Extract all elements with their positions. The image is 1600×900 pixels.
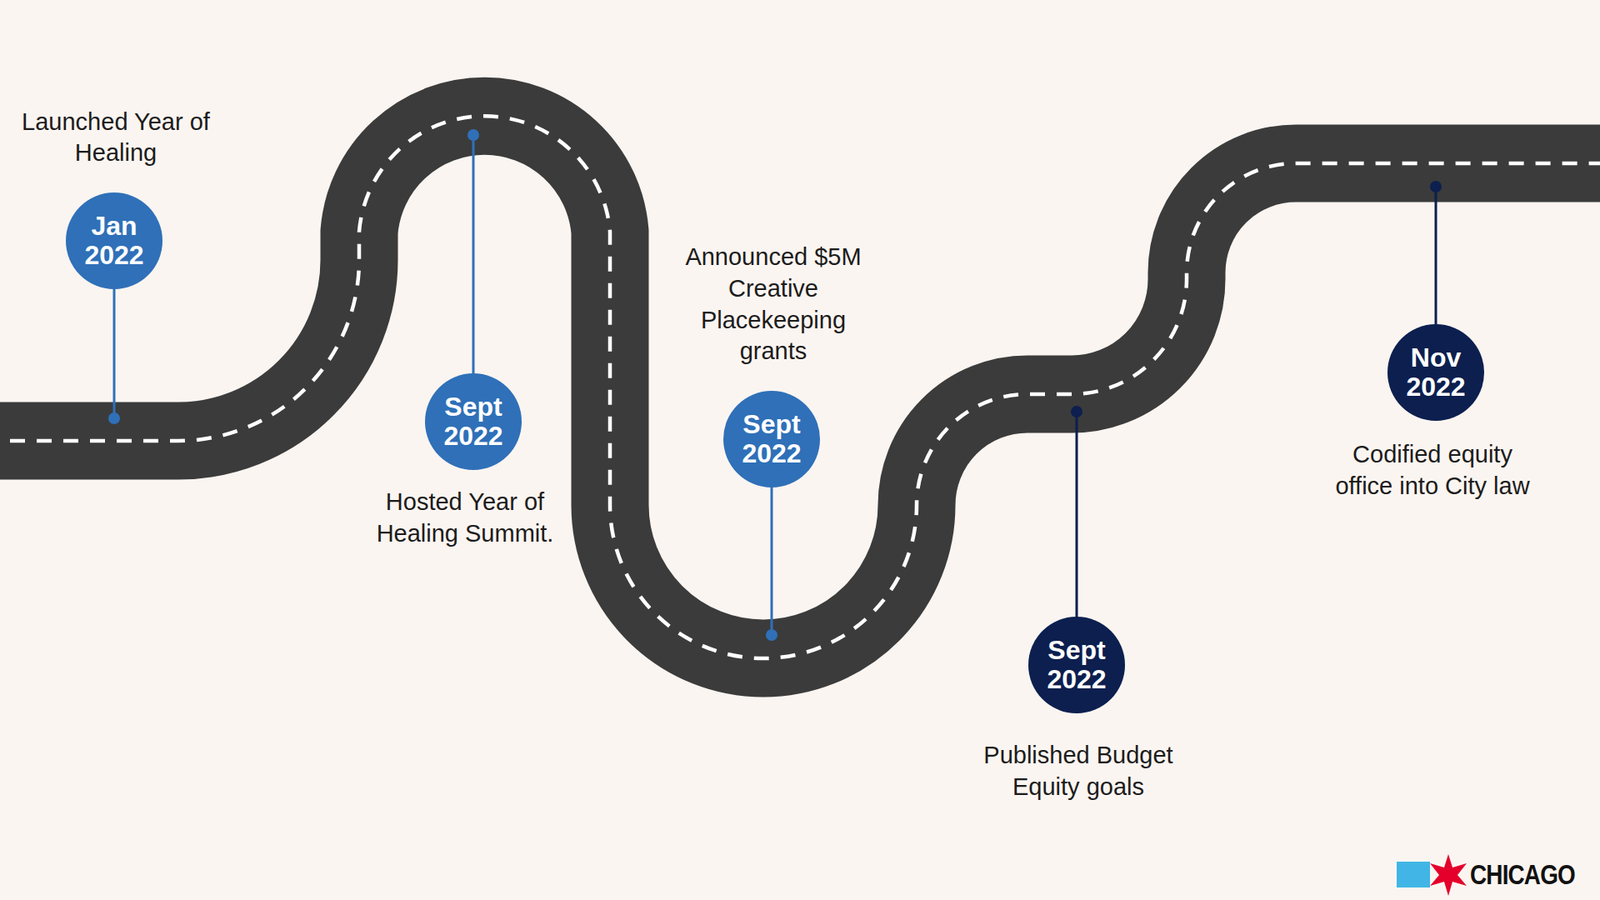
leader-line — [472, 135, 475, 375]
date-circle: Nov 2022Codified equity office into City… — [1387, 324, 1485, 421]
milestone-caption: Launched Year of Healing — [0, 106, 233, 170]
road — [0, 115, 1600, 659]
milestone-caption: Codified equity office into City law — [1330, 439, 1535, 502]
road-dot — [108, 412, 120, 425]
date-circle: Sept 2022Published Budget Equity goals — [1028, 616, 1125, 714]
leader-line — [1435, 186, 1438, 326]
leader-line — [770, 485, 774, 635]
road-dot — [765, 629, 778, 641]
date-label: Jan 2022 — [74, 211, 155, 270]
leader-line — [113, 287, 116, 419]
date-circle: Sept 2022Announced $5M Creative Placekee… — [723, 390, 820, 488]
leader-line — [1075, 411, 1079, 619]
road-dot — [1430, 180, 1442, 193]
date-circle: Jan 2022Launched Year of Healing — [65, 192, 163, 290]
logo: CHICAGO — [1396, 858, 1599, 891]
date-circle: Sept 2022Hosted Year of Healing Summit. — [425, 373, 522, 470]
logo-star — [1430, 854, 1467, 896]
road-dot — [1070, 405, 1083, 418]
road-dot — [467, 129, 480, 141]
milestone-caption: Hosted Year of Healing Summit. — [367, 486, 564, 550]
logo-text: CHICAGO — [1470, 858, 1575, 891]
date-label: Sept 2022 — [433, 392, 514, 450]
road-centerline — [0, 115, 1600, 659]
milestone-caption: Published Budget Equity goals — [955, 740, 1202, 803]
date-label: Sept 2022 — [1036, 635, 1117, 694]
logo-flag-bar — [1396, 861, 1430, 888]
milestone-caption: Announced $5M Creative Placekeeping gran… — [667, 241, 880, 368]
date-label: Nov 2022 — [1395, 343, 1476, 401]
date-label: Sept 2022 — [731, 410, 812, 468]
